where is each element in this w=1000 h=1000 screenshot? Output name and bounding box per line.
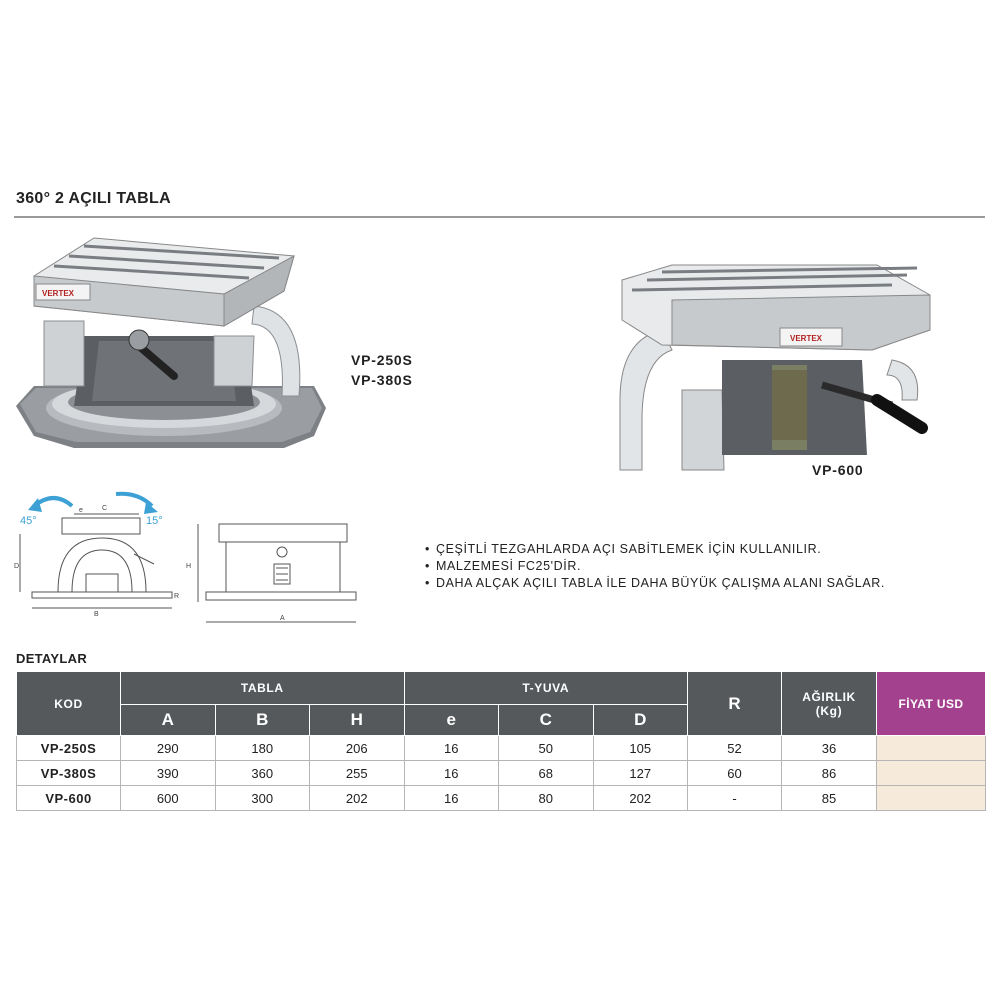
spec-table: KOD TABLA T-YUVA R AĞIRLIK (Kg) FİYAT US… [16, 671, 986, 811]
feature-item: MALZEMESİ FC25'DİR. [425, 558, 885, 575]
cell-c: 68 [498, 760, 594, 786]
cell-c: 50 [498, 735, 594, 761]
cell-b: 180 [215, 735, 310, 761]
feature-item: DAHA ALÇAK AÇILI TABLA İLE DAHA BÜYÜK ÇA… [425, 575, 885, 592]
cell-d: 127 [593, 760, 688, 786]
details-title: DETAYLAR [16, 651, 88, 666]
table-row: VP-380S 390 360 255 16 68 127 60 86 [16, 760, 986, 786]
header-tabla: TABLA [120, 671, 405, 705]
cell-b: 300 [215, 785, 310, 811]
feature-item: ÇEŞİTLİ TEZGAHLARDA AÇI SABİTLEMEK İÇİN … [425, 541, 885, 558]
table-row: VP-250S 290 180 206 16 50 105 52 36 [16, 735, 986, 761]
header-a: A [120, 704, 216, 736]
cell-d: 105 [593, 735, 688, 761]
header-d: D [592, 704, 688, 736]
cell-a: 600 [120, 785, 216, 811]
cell-a: 290 [120, 735, 216, 761]
cell-c: 80 [498, 785, 594, 811]
cell-h: 206 [309, 735, 405, 761]
header-tyuva: T-YUVA [403, 671, 688, 705]
header-r: R [687, 671, 782, 736]
cell-kg: 36 [781, 735, 877, 761]
product-image-vp-250s: VERTEX [16, 237, 326, 448]
cell-e: 16 [404, 760, 499, 786]
header-agirlik-label: AĞIRLIK [802, 689, 856, 704]
table-row: VP-600 600 300 202 16 80 202 - 85 [16, 785, 986, 811]
dim-c-label: C [102, 505, 107, 512]
cell-price [876, 785, 986, 811]
page-title: 360° 2 AÇILI TABLA [16, 190, 171, 207]
dim-e-label: e [79, 507, 83, 514]
dim-r-label: R [174, 593, 179, 600]
title-divider [14, 216, 985, 218]
cell-kg: 86 [781, 760, 877, 786]
header-fiyat: FİYAT USD [876, 671, 986, 736]
cell-kod: VP-250S [16, 735, 121, 761]
angle-right-label: 15° [146, 515, 163, 527]
cell-r: 52 [687, 735, 782, 761]
cell-h: 202 [309, 785, 405, 811]
angle-left-label: 45° [20, 515, 37, 527]
cell-h: 255 [309, 760, 405, 786]
dim-d-label: D [14, 563, 19, 570]
cell-kg: 85 [781, 785, 877, 811]
header-kod: KOD [16, 671, 121, 736]
header-b: B [214, 704, 310, 736]
feature-list: ÇEŞİTLİ TEZGAHLARDA AÇI SABİTLEMEK İÇİN … [425, 541, 885, 592]
brand-label-vp-600: VERTEX [790, 334, 823, 343]
header-e: e [403, 704, 499, 736]
dim-a-label: A [280, 615, 285, 622]
cell-e: 16 [404, 735, 499, 761]
rotate-right-arrow-icon [144, 502, 158, 514]
header-h: H [309, 704, 405, 736]
rotate-left-arrow-icon [28, 498, 42, 512]
cell-price [876, 760, 986, 786]
cell-d: 202 [593, 785, 688, 811]
cell-a: 390 [120, 760, 216, 786]
cell-price [876, 735, 986, 761]
brand-label: VERTEX [42, 289, 75, 298]
header-agirlik: AĞIRLIK (Kg) [781, 671, 877, 736]
product-label-vp-250s: VP-250S [351, 352, 413, 368]
technical-drawing: 45° 15° e C D B R H A [14, 491, 357, 623]
header-c: C [498, 704, 594, 736]
product-image-vp-600: VERTEX [619, 264, 931, 471]
cell-kod: VP-600 [16, 785, 121, 811]
header-agirlik-unit: (Kg) [815, 703, 843, 718]
cell-b: 360 [215, 760, 310, 786]
cell-r: - [687, 785, 782, 811]
cell-e: 16 [404, 785, 499, 811]
product-label-vp-600: VP-600 [812, 462, 864, 478]
dim-b-label: B [94, 611, 99, 618]
dim-h-label: H [186, 563, 191, 570]
product-label-vp-380s: VP-380S [351, 372, 413, 388]
cell-kod: VP-380S [16, 760, 121, 786]
cell-r: 60 [687, 760, 782, 786]
